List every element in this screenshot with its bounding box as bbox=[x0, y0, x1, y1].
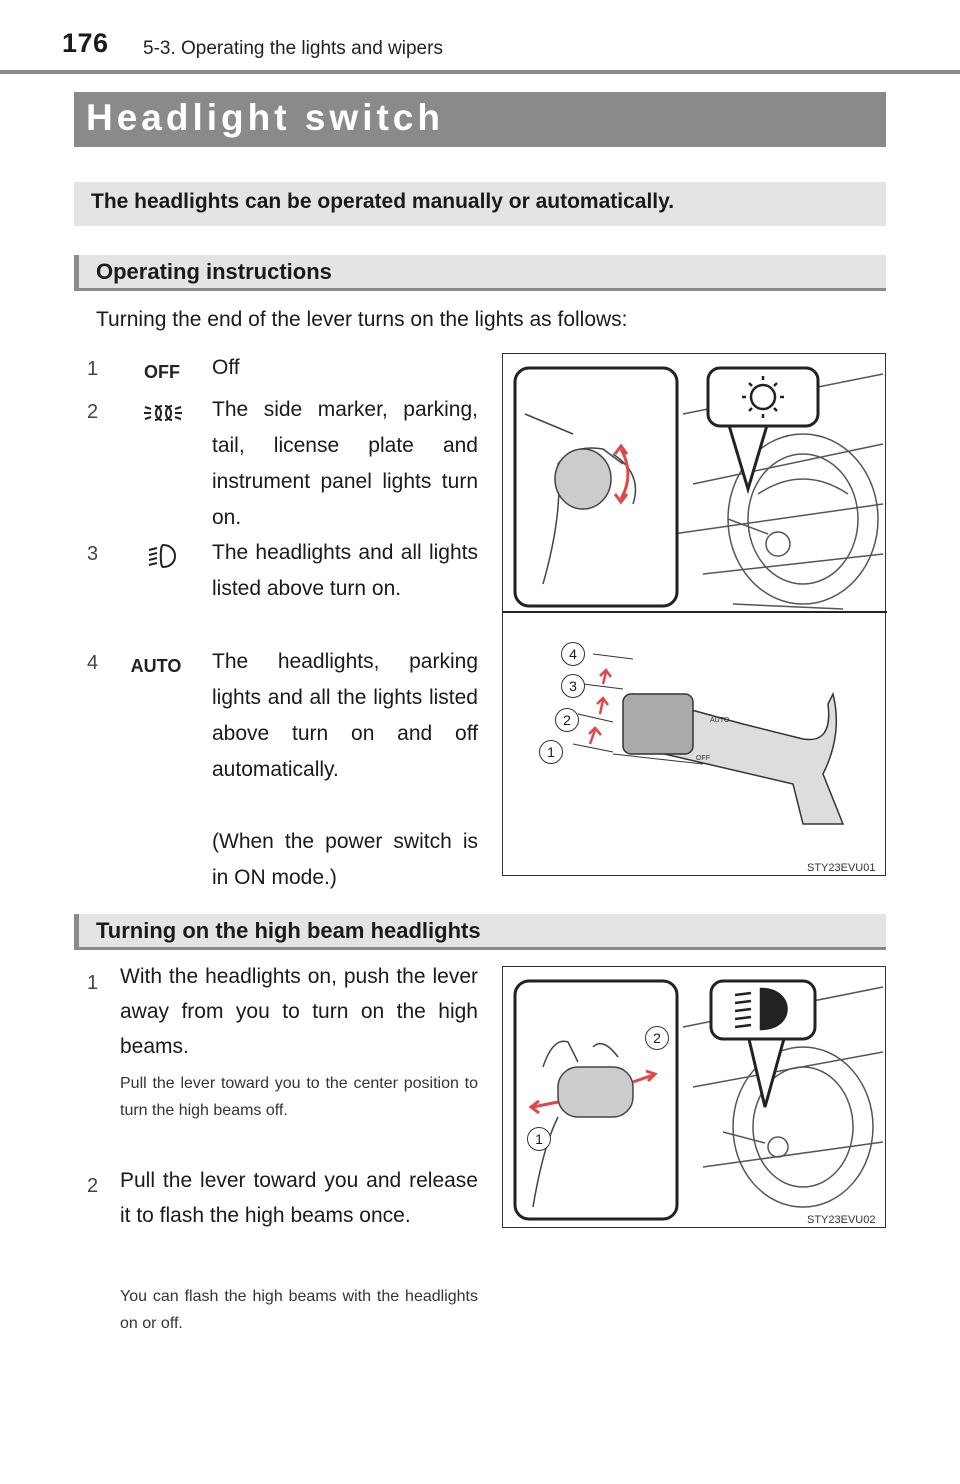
figure-callout: 4 bbox=[561, 642, 585, 666]
operating-lead-text: Turning the end of the lever turns on th… bbox=[96, 308, 628, 331]
figure-callout: 3 bbox=[561, 674, 585, 698]
item-number: 2 bbox=[87, 401, 99, 423]
step-text: Pull the lever toward you and release it… bbox=[120, 1169, 478, 1227]
figure-code: STY23EVU02 bbox=[807, 1214, 876, 1226]
figure-callout: 2 bbox=[555, 708, 579, 732]
step-number: 1 bbox=[87, 972, 99, 994]
header-divider bbox=[0, 70, 960, 74]
item-description: The headlights, parking lights and all t… bbox=[212, 650, 478, 781]
item-description: The headlights and all lights listed abo… bbox=[212, 541, 478, 600]
item-number: 1 bbox=[87, 358, 99, 380]
step-text: With the headlights on, push the lever a… bbox=[120, 965, 478, 1058]
step-note: Pull the lever toward you to the center … bbox=[120, 1075, 478, 1119]
item-note: (When the power switch is in ON mode.) bbox=[212, 830, 478, 889]
intro-summary: The headlights can be operated manually … bbox=[74, 182, 886, 226]
page-title: Headlight switch bbox=[74, 92, 886, 147]
item-number: 4 bbox=[87, 652, 99, 674]
item-description: The side marker, parking, tail, license … bbox=[212, 398, 478, 529]
figure-callout: 1 bbox=[527, 1127, 551, 1151]
headlight-icon bbox=[133, 541, 193, 576]
item-number: 3 bbox=[87, 543, 99, 565]
page-number: 176 bbox=[62, 28, 109, 58]
high-beam-heading: Turning on the high beam headlights bbox=[74, 914, 886, 950]
figure-code: STY23EVU01 bbox=[807, 862, 876, 874]
step-number: 2 bbox=[87, 1175, 99, 1197]
figure-callout: 1 bbox=[539, 740, 563, 764]
lever-auto-label: AUTO bbox=[710, 717, 730, 724]
lever-off-label: OFF bbox=[696, 755, 710, 762]
figure-callout: 2 bbox=[645, 1026, 669, 1050]
high-beam-lever-figure: 2 1 STY23EVU02 bbox=[502, 966, 886, 1228]
item-description: Off bbox=[212, 356, 240, 379]
side-marker-lights-icon bbox=[133, 398, 193, 433]
auto-label-icon: AUTO bbox=[130, 656, 182, 676]
section-breadcrumb: 5-3. Operating the lights and wipers bbox=[143, 38, 443, 59]
operating-heading: Operating instructions bbox=[74, 255, 886, 291]
headlight-lever-figure: AUTO OFF 4 3 2 1 STY23EVU01 bbox=[502, 353, 887, 876]
step-note: You can flash the high beams with the he… bbox=[120, 1288, 478, 1332]
off-label-icon: OFF bbox=[144, 362, 180, 382]
